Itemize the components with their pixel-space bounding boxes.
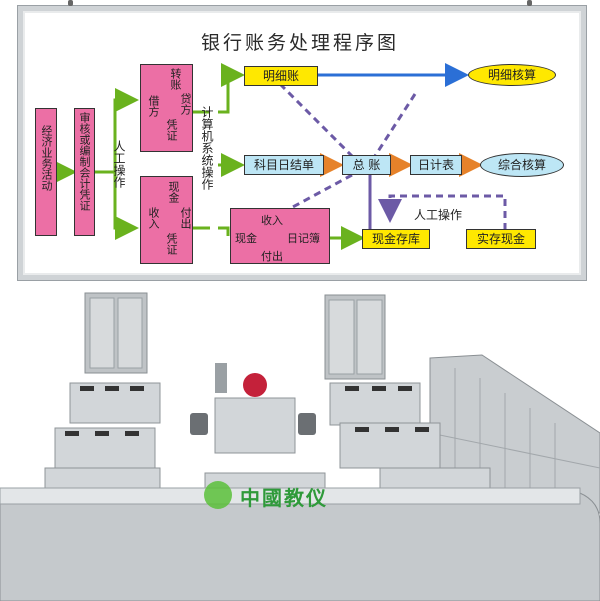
arrow-audit-transfer [95,88,139,174]
desk-3 [44,467,161,489]
label-manual-op-left: 人工操作 [112,140,126,188]
watermark-text: 中國教仪 [240,486,328,510]
diagram-title: 银行账务处理程序图 [200,32,399,54]
node-transfer-voucher: 转账 借方 贷方 凭证 [140,64,193,152]
board-hook-left [68,0,73,6]
node-audit: 审核或编制会计凭证 [74,108,95,236]
node-combined-check: 综合核算 [480,153,564,177]
classroom-illustration [0,292,600,601]
cabinet-middle [324,294,386,380]
dash-detail-general [278,82,354,158]
node-general-ledger: 总 账 [342,155,391,175]
node-detail-ledger: 明细账 [244,66,318,86]
counter-top [0,487,581,505]
desk-6 [379,467,491,489]
board-hook-right [527,0,532,6]
arrow-computer-cashbook [218,226,230,236]
dash-general-cashbook [277,173,353,217]
node-detail-check: 明细核算 [468,64,556,86]
node-econ: 经济业务活动 [35,108,57,236]
chair-right [298,413,316,435]
label-manual-op-right: 人工操作 [414,208,463,222]
arrow-computer-detail [218,63,245,114]
node-daily-table: 日计表 [410,155,462,175]
chair-left [190,413,208,435]
label-computer-op: 计算机系统操作 [200,106,214,190]
node-subject-daily: 科目日结单 [244,155,324,175]
arrow-audit-cash [113,172,139,240]
dash-detail-check-general [373,93,417,157]
node-cash-voucher: 现金 收入 付出 凭证 [140,176,193,264]
chair-red [243,373,267,397]
node-cash-daybook: 收入 现金 日记簿 付出 [230,208,330,264]
watermark-globe [204,481,232,509]
cabinet-left [84,292,148,374]
dash-actual-deposit [378,194,507,230]
projector [215,363,227,393]
node-actual-cash: 实存现金 [466,229,536,249]
teacher-desk [214,397,296,454]
node-cash-deposit: 现金存库 [362,229,430,249]
